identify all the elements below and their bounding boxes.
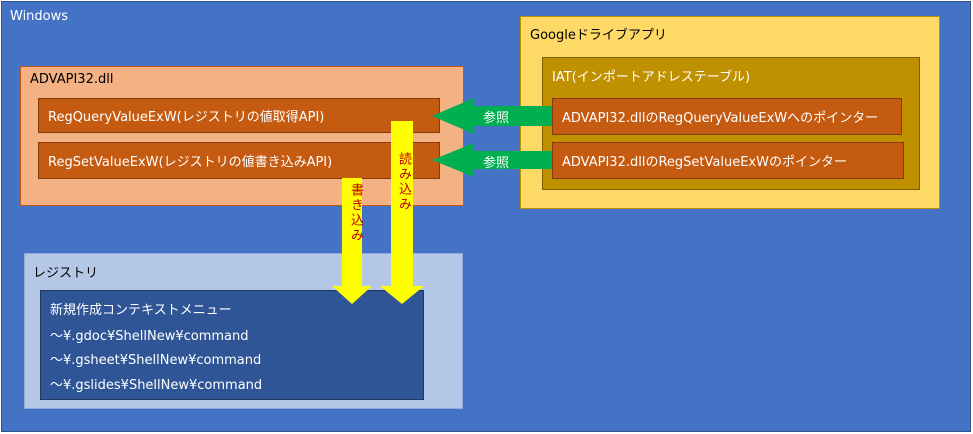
- registry-key-gslides: 〜¥.gslides¥ShellNew¥command: [50, 378, 263, 393]
- registry-label: レジストリ: [33, 266, 99, 281]
- read-label: 読み込み: [396, 152, 411, 212]
- write-label: 書き込み: [348, 183, 363, 243]
- new-context-menu-title: 新規作成コンテキストメニュー: [50, 303, 232, 318]
- advapi32-dll-container: [20, 66, 464, 206]
- new-context-menu-box: [40, 290, 424, 400]
- registry-key-gsheet: 〜¥.gsheet¥ShellNew¥command: [50, 353, 262, 368]
- registry-key-gdoc: 〜¥.gdoc¥ShellNew¥command: [50, 329, 249, 344]
- advapi32-dll-label: ADVAPI32.dll: [30, 72, 114, 87]
- reference-arrow-set: [432, 143, 552, 177]
- windows-label: Windows: [10, 9, 69, 24]
- regqueryvalueexw-pointer-box: ADVAPI32.dllのRegQueryValueExWへのポインター: [552, 98, 902, 135]
- google-drive-app-label: Googleドライブアプリ: [530, 28, 667, 43]
- import-address-table-label: IAT(インポートアドレステーブル): [552, 70, 751, 85]
- reference-label-query: 参照: [483, 111, 510, 126]
- regsetvalueexw-pointer-box: ADVAPI32.dllのRegSetValueExWのポインター: [552, 142, 904, 179]
- reference-label-set: 参照: [483, 156, 510, 171]
- write-arrow: [332, 178, 372, 304]
- reference-arrow-query: [432, 98, 552, 134]
- regsetvalueexw-function-box: RegSetValueExW(レジストリの値書き込みAPI): [38, 142, 440, 179]
- regqueryvalueexw-function-box: RegQueryValueExW(レジストリの値取得API): [38, 98, 440, 133]
- read-arrow: [380, 121, 424, 304]
